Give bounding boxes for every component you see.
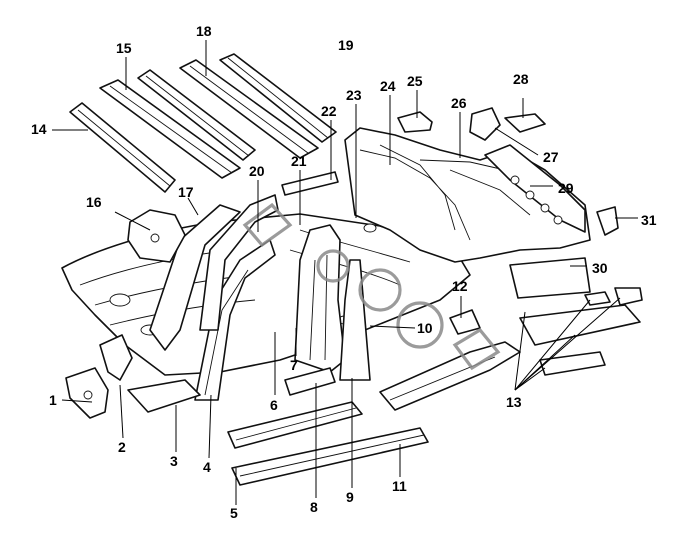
callout-26: 26 — [451, 95, 467, 111]
callout-27: 27 — [543, 149, 559, 165]
callout-24: 24 — [380, 78, 396, 94]
callout-6: 6 — [270, 397, 278, 413]
callout-3: 3 — [170, 453, 178, 469]
callout-20: 20 — [249, 163, 265, 179]
callout-29: 29 — [558, 180, 574, 196]
callout-9: 9 — [346, 489, 354, 505]
callout-12: 12 — [452, 278, 468, 294]
callout-1: 1 — [49, 392, 57, 408]
callout-7: 7 — [290, 357, 298, 373]
callout-5: 5 — [230, 505, 238, 521]
callout-31: 31 — [641, 212, 657, 228]
small-brackets — [281, 107, 619, 236]
callout-8: 8 — [310, 499, 318, 515]
callout-21: 21 — [291, 153, 307, 169]
front-brackets — [65, 209, 186, 419]
callout-22: 22 — [321, 103, 337, 119]
leader-lines — [52, 40, 638, 505]
callout-11: 11 — [392, 478, 407, 494]
callout-23: 23 — [346, 87, 362, 103]
callout-16: 16 — [86, 194, 102, 210]
callout-19: 19 — [338, 37, 354, 53]
callout-18: 18 — [196, 23, 212, 39]
callout-15: 15 — [116, 40, 132, 56]
watermark — [242, 202, 501, 371]
callout-30: 30 — [592, 260, 608, 276]
callout-17: 17 — [178, 184, 194, 200]
callout-14: 14 — [31, 121, 47, 137]
callout-10: 10 — [417, 320, 433, 336]
callout-4: 4 — [203, 459, 211, 475]
callout-2: 2 — [118, 439, 126, 455]
callout-13: 13 — [506, 394, 522, 410]
rear-floor — [344, 127, 591, 263]
callout-25: 25 — [407, 73, 423, 89]
callout-labels: 1 2 3 4 5 6 7 8 9 10 11 12 13 14 15 16 1… — [31, 23, 657, 521]
callout-28: 28 — [513, 71, 529, 87]
roof-bows — [69, 53, 337, 193]
rocker-panels — [127, 367, 429, 486]
